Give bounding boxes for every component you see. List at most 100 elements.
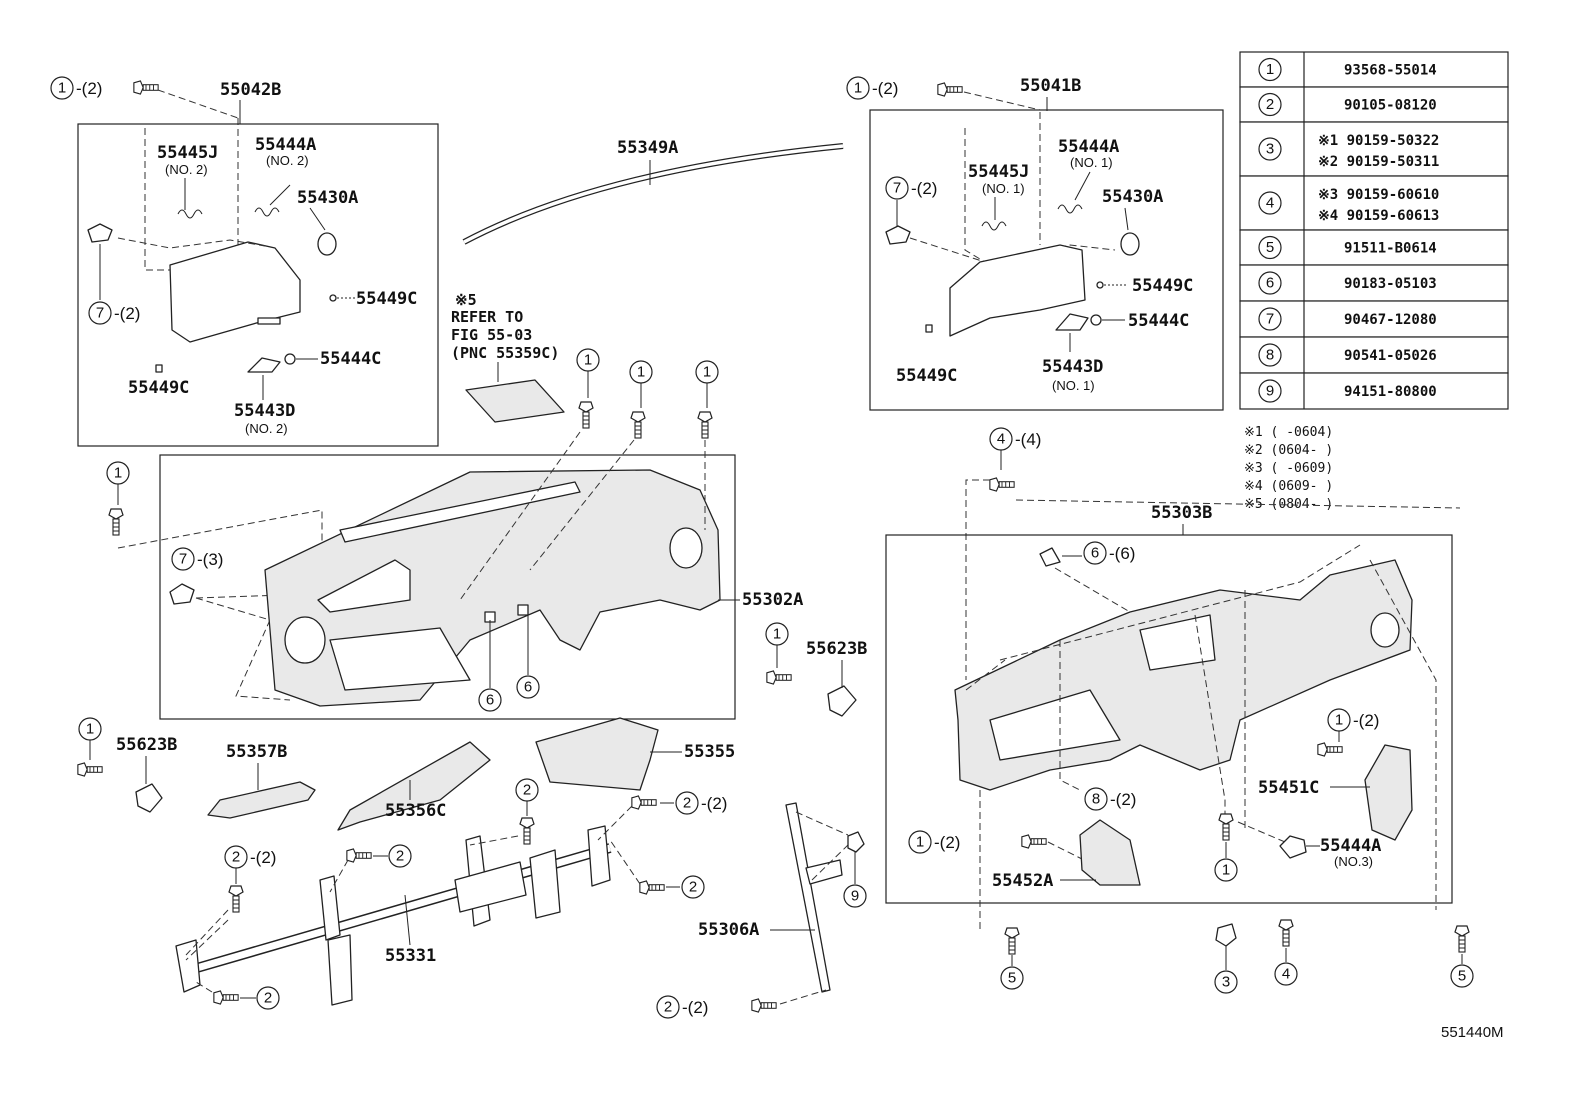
spring-icon xyxy=(981,221,1007,231)
svg-text:4: 4 xyxy=(997,431,1005,448)
spring-icon xyxy=(254,207,280,217)
bracket-icon xyxy=(1279,835,1307,859)
damper-icon xyxy=(1120,232,1140,256)
callout-8: 8 xyxy=(1084,787,1108,811)
reinforcement-assembly: 2 -(2) 2 2 2 -(2) 2 2 xyxy=(175,778,727,1010)
callout-1: 1 xyxy=(576,348,600,372)
callout-2: 2 xyxy=(388,844,412,868)
svg-text:4: 4 xyxy=(1282,966,1290,983)
svg-text:2: 2 xyxy=(664,999,672,1016)
cushion-icon xyxy=(155,364,163,373)
air-duct xyxy=(1364,744,1413,841)
svg-text:6: 6 xyxy=(1091,545,1099,562)
brace-assembly: 9 55306A 2 -(2) xyxy=(656,802,867,1019)
part-label-55430A: 55430A xyxy=(1102,187,1163,207)
cushion-icon xyxy=(329,294,337,302)
callout-1: 1 xyxy=(908,830,932,854)
svg-text:2: 2 xyxy=(232,849,240,866)
callout-5: 5 xyxy=(1450,964,1474,988)
bolt-icon xyxy=(228,885,244,913)
bolt-icon xyxy=(108,508,124,536)
clip-icon xyxy=(1039,547,1061,567)
bracket-assembly: 1 55623B xyxy=(77,717,177,813)
part-label-55357B: 55357B xyxy=(226,742,287,762)
callout-2: 2 xyxy=(256,986,280,1010)
cushion-icon xyxy=(1096,281,1104,289)
group-frame xyxy=(77,123,439,447)
svg-text:2: 2 xyxy=(264,990,272,1007)
part-label-55444A: 55444A xyxy=(255,135,316,155)
callout-1: 1 xyxy=(846,76,870,100)
table-row: 4※3 90159-60610※4 90159-60613 xyxy=(1239,175,1509,231)
bolt-icon xyxy=(631,795,657,810)
svg-text:1: 1 xyxy=(916,834,924,851)
callout-4 xyxy=(1258,191,1282,215)
part-label-55452A: 55452A xyxy=(992,871,1053,891)
table-row: 3※1 90159-50322※2 90159-50311 xyxy=(1239,121,1509,177)
glove-box-door xyxy=(169,241,301,343)
callout-1: 1 xyxy=(695,360,719,384)
bracket-assembly: 1 55623B xyxy=(765,622,867,717)
table-cell-callout: 9 xyxy=(1266,383,1274,400)
bolt-icon xyxy=(1317,742,1343,757)
callout-qty: -(2) xyxy=(1353,711,1379,730)
lower-panels: 55357B 55356C 55355 xyxy=(207,717,735,831)
callout-7: 7 xyxy=(88,301,112,325)
cushion-icon xyxy=(925,324,933,333)
table-cell-callout: 2 xyxy=(1266,96,1274,113)
svg-text:1: 1 xyxy=(114,465,122,482)
lower-panel xyxy=(337,741,491,831)
part-label-55445J: 55445J xyxy=(157,143,218,163)
bolt-icon xyxy=(1021,834,1047,849)
callout-1: 1 xyxy=(629,360,653,384)
note-line: FIG 55-03 xyxy=(451,326,532,344)
table-cell-part-number: 90183-05103 xyxy=(1344,276,1437,292)
part-label-55443D: 55443D xyxy=(1042,357,1103,377)
part-sublabel: (NO. 1) xyxy=(982,181,1025,196)
air-duct xyxy=(1079,819,1141,886)
svg-text:5: 5 xyxy=(1008,970,1016,987)
cushion-icon xyxy=(284,353,296,365)
callout-1: 1 xyxy=(1214,858,1238,882)
table-cell-callout: 8 xyxy=(1266,347,1274,364)
svg-text:8: 8 xyxy=(1092,791,1100,808)
svg-text:3: 3 xyxy=(1222,974,1230,991)
part-label-55444A: 55444A xyxy=(1320,836,1381,856)
callout-2 xyxy=(1258,92,1282,117)
table-row: 2 90105-08120 xyxy=(1239,86,1509,123)
svg-text:2: 2 xyxy=(523,782,531,799)
lower-panel xyxy=(207,781,316,819)
table-cell-part-number: 90105-08120 xyxy=(1344,98,1437,114)
svg-text:2: 2 xyxy=(683,795,691,812)
part-label-55449C: 55449C xyxy=(1132,276,1193,296)
callout-7 xyxy=(1258,307,1282,331)
footnote: ※4 (0609- ) xyxy=(1244,479,1333,494)
callout-qty: -(2) xyxy=(701,794,727,813)
svg-text:7: 7 xyxy=(893,180,901,197)
part-label-55444C: 55444C xyxy=(1128,311,1189,331)
upper-right-assembly: 1 -(2) 55041B 55444A (NO. 1) 55445J (NO.… xyxy=(846,76,1224,411)
part-label-55445J: 55445J xyxy=(968,162,1029,182)
part-label-55449C: 55449C xyxy=(128,378,189,398)
svg-text:1: 1 xyxy=(86,721,94,738)
callout-7: 7 xyxy=(171,547,195,571)
bolt-icon xyxy=(639,880,665,895)
bolt-icon xyxy=(213,990,239,1005)
table-cell-callout: 1 xyxy=(1266,61,1274,78)
clip-icon xyxy=(169,583,195,605)
nut-icon xyxy=(847,831,865,853)
table-cell-part-number: ※3 90159-60610 xyxy=(1318,187,1439,203)
nut-icon xyxy=(1215,923,1237,947)
bolt-icon xyxy=(766,670,792,685)
callout-2: 2 xyxy=(224,845,248,869)
bolt-icon xyxy=(751,998,777,1013)
callout-1: 1 xyxy=(765,622,789,646)
group-frame xyxy=(869,109,1224,411)
table-cell-callout: 3 xyxy=(1266,141,1274,158)
callout-4: 4 xyxy=(989,427,1013,451)
callout-1: 1 xyxy=(78,717,102,741)
